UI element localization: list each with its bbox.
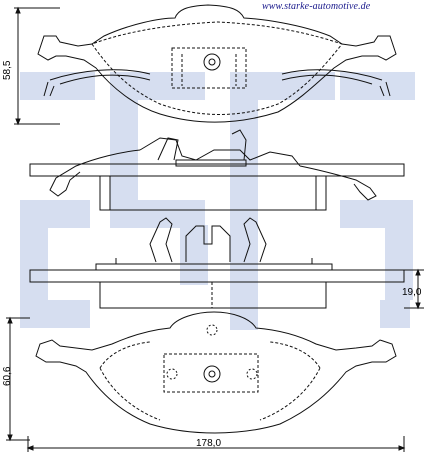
website-url[interactable]: www.starke-automotive.de xyxy=(262,1,371,12)
side-view-bottom-lining xyxy=(99,281,327,309)
dimension-thickness: 19,0 xyxy=(402,287,422,298)
top-pad-friction xyxy=(91,21,343,115)
bottom-pad-friction xyxy=(99,341,321,421)
bottom-pad-hole xyxy=(203,365,221,383)
bottom-pad-outline xyxy=(35,311,397,434)
side-view-clip xyxy=(149,217,267,263)
bottom-pad-clip-box xyxy=(163,353,259,393)
side-view-top-spring xyxy=(49,137,377,201)
top-pad-clip-box xyxy=(171,47,247,89)
top-pad-outline xyxy=(37,4,397,123)
dimension-height-top: 58,5 xyxy=(2,60,13,80)
side-view-bottom-plate xyxy=(29,269,405,283)
dimension-width: 178,0 xyxy=(196,438,222,449)
watermark-logo xyxy=(20,72,415,330)
top-pad-hole xyxy=(203,53,221,71)
top-spring xyxy=(49,69,383,85)
dimension-height-bottom: 60,6 xyxy=(2,366,13,386)
side-view-top-lining xyxy=(99,175,327,211)
